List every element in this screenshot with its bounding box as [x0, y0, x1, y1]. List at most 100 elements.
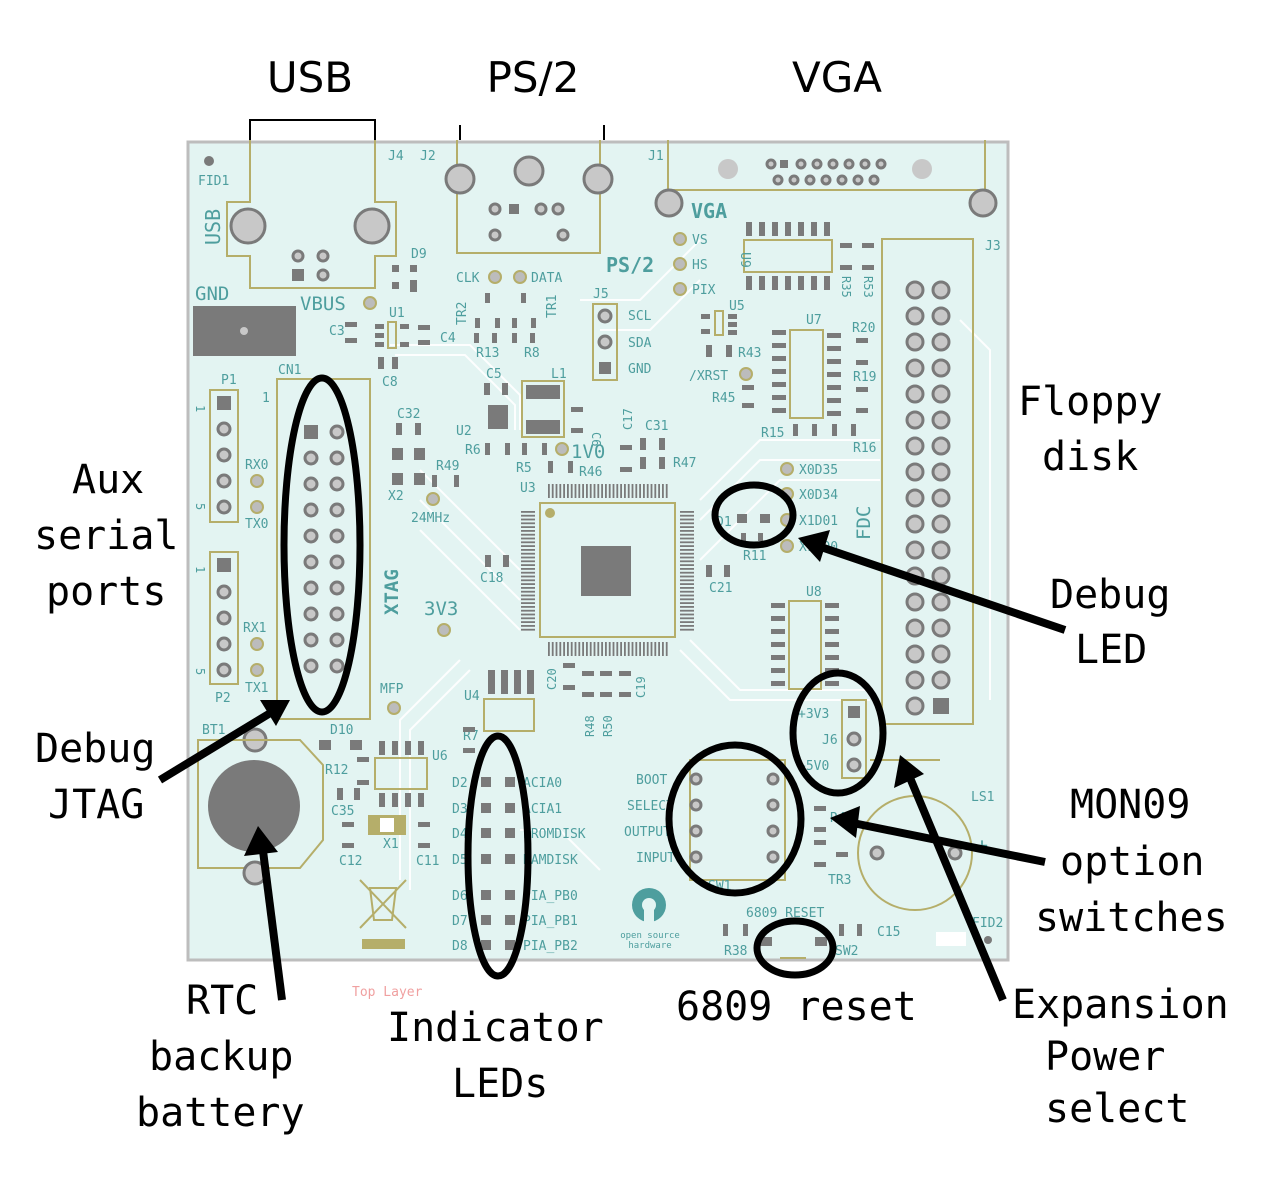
silk-l1: L1 [551, 367, 567, 382]
silk-d9: D9 [411, 247, 427, 262]
indicator-led-row: D8 PIA_PB2 [452, 939, 578, 954]
silk-c17: C17 [621, 408, 635, 430]
annotation-jtag-1: Debug [35, 726, 155, 772]
j3-pin [905, 592, 925, 612]
header-ps2: PS/2 [487, 53, 580, 102]
led-label: ACIA0 [523, 776, 562, 791]
j3-pin [931, 410, 951, 430]
cn1-pin [329, 528, 345, 544]
silk-j3: J3 [985, 239, 1001, 254]
j3-pin [905, 618, 925, 638]
usb-pin [316, 249, 330, 263]
rx1-testpoint [250, 637, 264, 651]
j3-pin [905, 462, 925, 482]
silk-clk: CLK [456, 271, 480, 286]
silk-r45: R45 [712, 391, 735, 406]
indicator-led-row: D2 ACIA0 [452, 776, 562, 791]
debug-led-pad [737, 514, 747, 523]
weee-bar [362, 939, 405, 949]
l1-inductor [521, 380, 565, 438]
silk-vs: VS [692, 233, 708, 248]
led-pad [505, 777, 515, 787]
silk-tr2: TR2 [455, 302, 470, 325]
silk-p1: P1 [221, 373, 237, 388]
silk-c35: C35 [331, 804, 354, 819]
gnd-hole [240, 327, 248, 335]
ls1-pin [869, 845, 885, 861]
silk-u3: U3 [520, 481, 536, 496]
tx1-testpoint [250, 663, 264, 677]
cn1-pin [329, 502, 345, 518]
ps2-mount-hole [513, 155, 545, 187]
silk-tr1: TR1 [545, 295, 560, 318]
silk-xrst: /XRST [689, 369, 728, 384]
silk-j2: J2 [420, 149, 436, 164]
silk-r48: R48 [583, 715, 597, 737]
fid1-mark [204, 156, 214, 166]
usb-pin [316, 268, 330, 282]
vga-hole-right [912, 159, 932, 179]
usb-footprint [226, 140, 397, 289]
sw2-pad[interactable] [760, 937, 772, 946]
silk-r5: R5 [516, 461, 532, 476]
sw1-pins[interactable] [689, 772, 780, 864]
silk-xtag: XTAG [381, 569, 403, 615]
led-label: PIA_PB2 [523, 939, 578, 954]
mfp-testpoint [387, 701, 401, 715]
silk-r12: R12 [325, 763, 348, 778]
ps2-mount-hole [444, 163, 476, 195]
j6-pin-1[interactable] [848, 706, 860, 718]
cn1-jtag-pins [303, 424, 345, 674]
annotation-mon09-3: switches [1035, 895, 1228, 941]
u6-chip [379, 741, 424, 807]
j6-pin-2[interactable] [846, 731, 862, 747]
silk-d10: D10 [330, 723, 353, 738]
sw1-outline [689, 759, 786, 881]
j3-pin [931, 514, 951, 534]
silk-gnd-j5: GND [628, 362, 652, 377]
layer-label: Top Layer [352, 985, 423, 1000]
j3-pin [905, 332, 925, 352]
u2-chip [488, 405, 508, 429]
annotation-floppy-2: disk [1042, 434, 1138, 480]
xrst-testpoint [739, 367, 753, 381]
j3-pin [931, 644, 951, 664]
j6-pin-3[interactable] [846, 757, 862, 773]
annotation-indicator-2: LEDs [452, 1061, 548, 1107]
silk-r43: R43 [738, 346, 761, 361]
silk-c19: C19 [634, 676, 648, 698]
led-pad [505, 854, 515, 864]
j3-pin [931, 540, 951, 560]
silk-pix: PIX [692, 283, 716, 298]
j3-pin [931, 332, 951, 352]
annotation-rtc-3: battery [136, 1090, 305, 1136]
silk-p2: P2 [215, 691, 231, 706]
silk-rx0: RX0 [245, 458, 268, 473]
led-pad [505, 803, 515, 813]
vbus-testpoint [363, 296, 377, 310]
ps2-footprint [456, 140, 601, 254]
1v0-testpoint [555, 442, 569, 456]
u4-chip [488, 670, 534, 694]
silk-j6: J6 [822, 733, 838, 748]
j3-pin [905, 384, 925, 404]
arrows [157, 530, 1067, 1002]
silk-bt1: BT1 [202, 723, 225, 738]
led-ref: D2 [452, 776, 468, 791]
silk-r16: R16 [853, 441, 876, 456]
cn1-pin [329, 632, 345, 648]
led-pad [505, 828, 515, 838]
silk-3v3: 3V3 [424, 598, 458, 620]
led-ref: D8 [452, 939, 468, 954]
silk-r49: R49 [436, 459, 459, 474]
j3-pin [931, 436, 951, 456]
silk-r53: R53 [861, 276, 875, 298]
sw2-pad[interactable] [815, 937, 827, 946]
silk-ls1: LS1 [971, 790, 994, 805]
u3-mcu [521, 484, 694, 656]
